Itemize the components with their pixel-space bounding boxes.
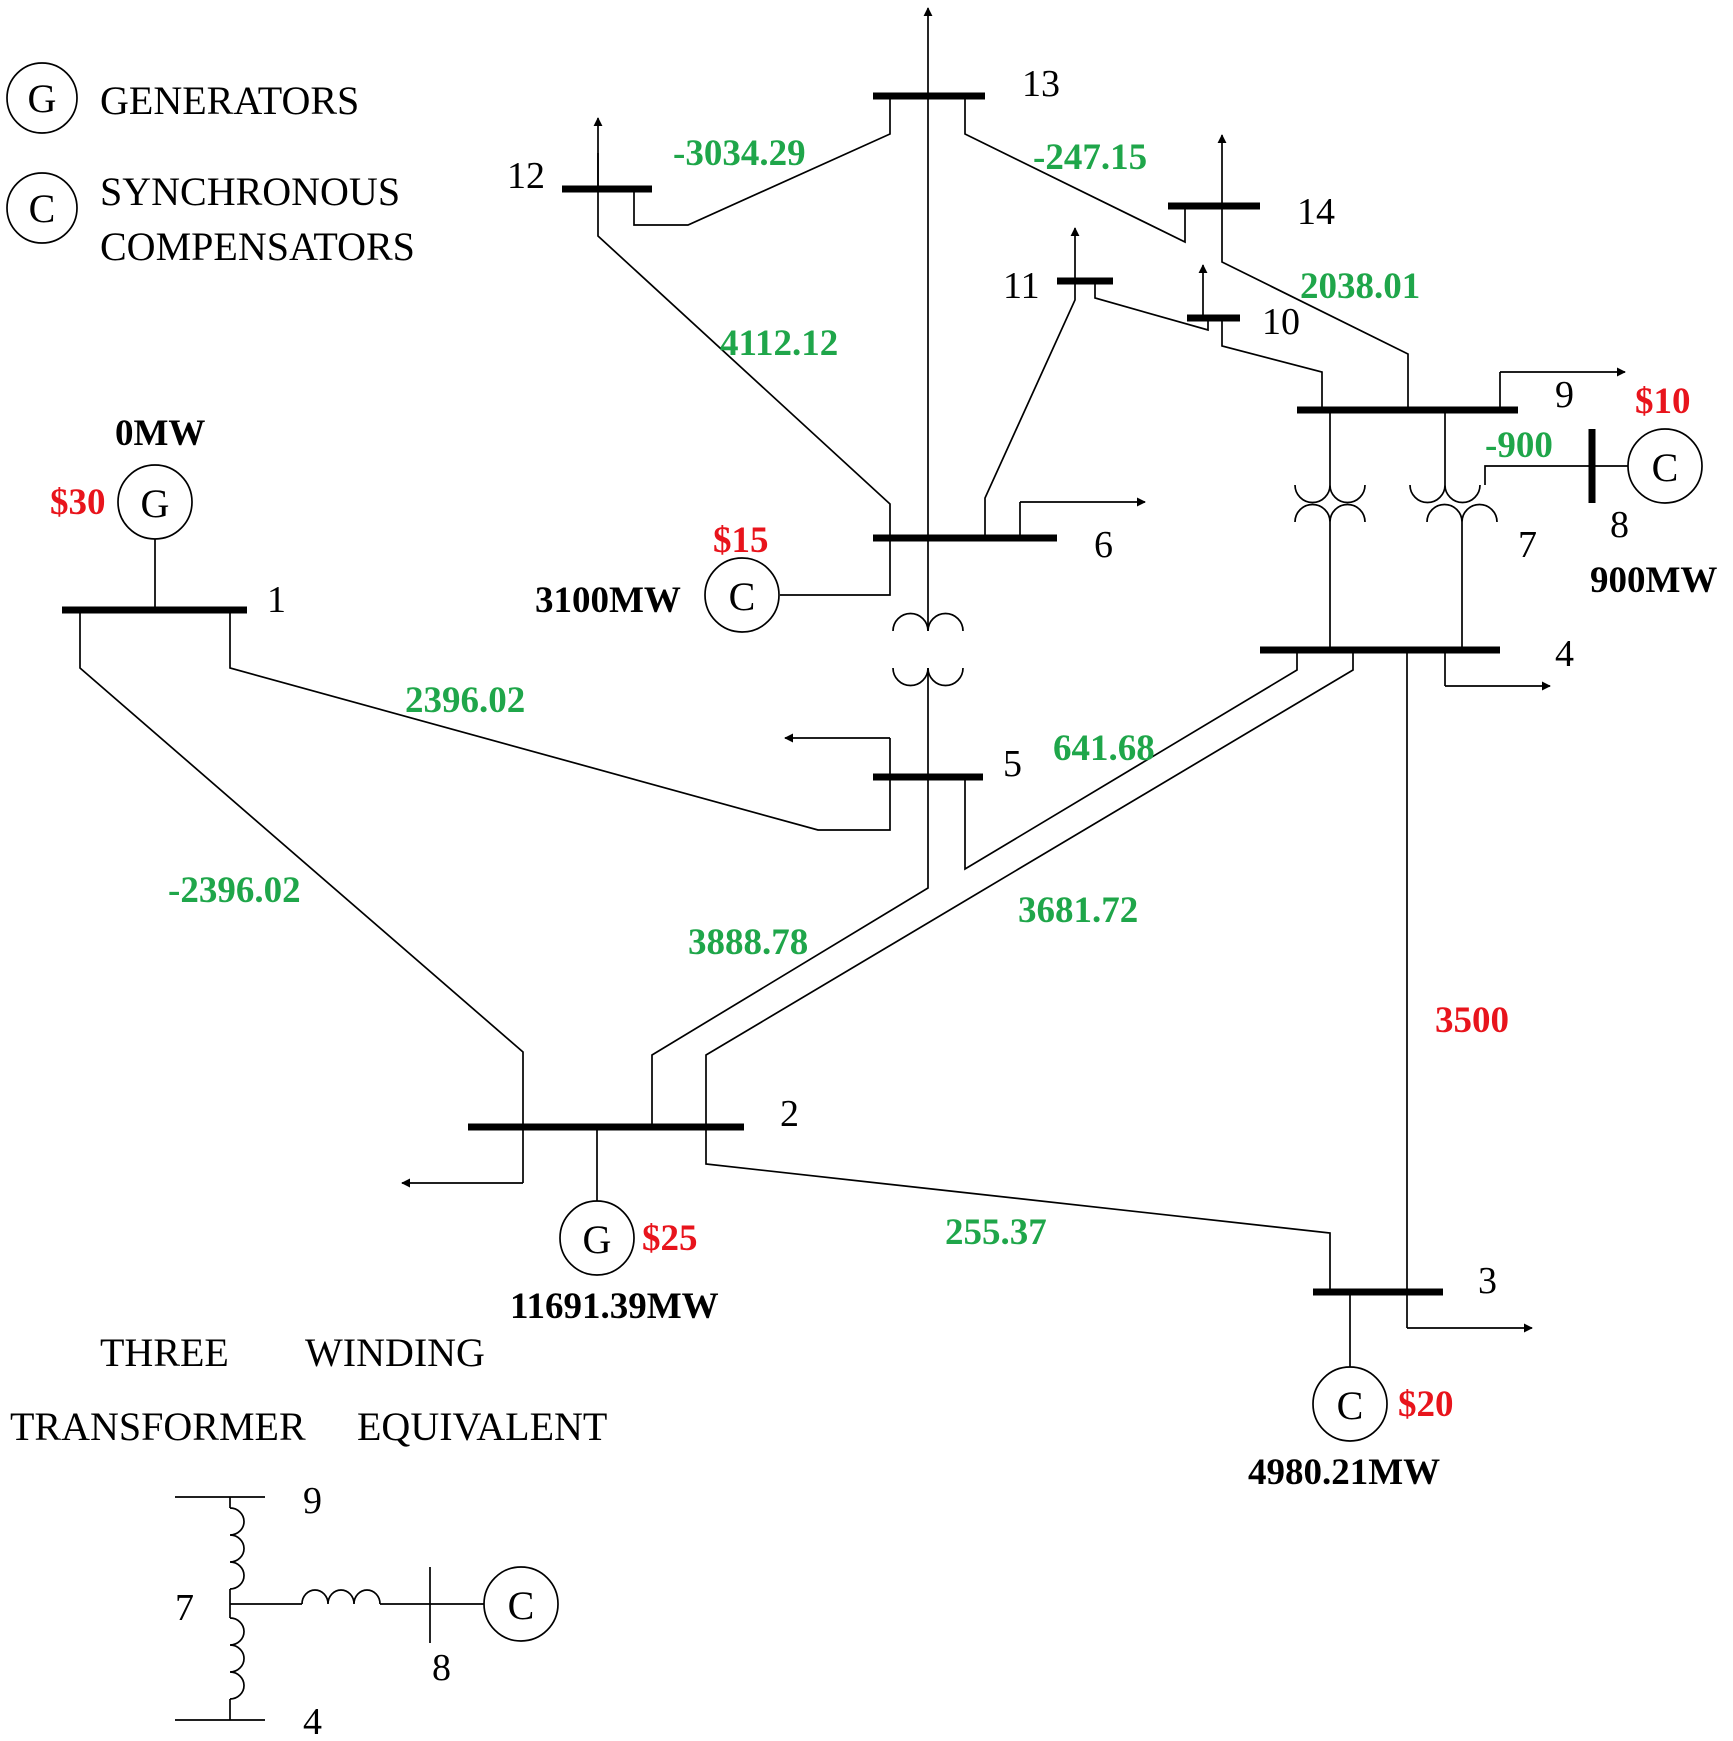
inset-compensator-icon bbox=[483, 1566, 559, 1642]
generator-bus2-symbol: G bbox=[583, 1217, 612, 1262]
compensator-bus3-icon bbox=[1312, 1366, 1388, 1442]
line-5-4 bbox=[964, 650, 1298, 871]
bus-10-label: 10 bbox=[1262, 301, 1300, 343]
flow-13-14: -247.15 bbox=[1033, 137, 1147, 178]
transformer-9-4-upper-coil bbox=[1294, 484, 1366, 504]
bus-11-label: 11 bbox=[1003, 265, 1040, 307]
line-2-5 bbox=[651, 777, 929, 1127]
bus1-price: $30 bbox=[50, 482, 106, 523]
bus-bars bbox=[62, 92, 1596, 1296]
legend: G GENERATORS C SYNCHRONOUS COMPENSATORS bbox=[6, 62, 415, 269]
legend-generator-icon bbox=[6, 62, 78, 134]
bus2-price: $25 bbox=[642, 1218, 698, 1259]
bus6-output: 3100MW bbox=[535, 580, 681, 621]
legend-compensator-icon bbox=[6, 172, 78, 244]
line-10-9 bbox=[1221, 318, 1323, 410]
compensator-bus8-symbol: C bbox=[1652, 445, 1679, 490]
unit-prices: $30 $25 $20 $15 $10 bbox=[50, 381, 1691, 1425]
comp-bus6-line bbox=[780, 538, 891, 596]
transformer-9-7-upper-coil bbox=[1409, 484, 1481, 504]
line-6-12 bbox=[597, 153, 891, 538]
line-1-5 bbox=[229, 610, 891, 831]
flow-2-4: 3681.72 bbox=[1018, 890, 1138, 931]
legend-compensator-label-1: SYNCHRONOUS bbox=[100, 169, 400, 214]
generator-bus1-symbol: G bbox=[141, 481, 170, 526]
bus8-price: $10 bbox=[1635, 381, 1691, 422]
flow-9-14: 2038.01 bbox=[1300, 266, 1420, 307]
flow-1-2: -2396.02 bbox=[168, 870, 301, 911]
inset-title-2b: EQUIVALENT bbox=[357, 1404, 607, 1449]
flow-4-5: 641.68 bbox=[1053, 728, 1155, 769]
inset-branch-coil bbox=[301, 1589, 381, 1605]
inset-compensator-symbol: C bbox=[508, 1583, 535, 1628]
units: G G C C C bbox=[117, 428, 1703, 1442]
flow-7-8: -900 bbox=[1485, 425, 1553, 466]
legend-compensator-label-2: COMPENSATORS bbox=[100, 224, 415, 269]
flow-1-5: 2396.02 bbox=[405, 680, 525, 721]
compensator-bus6-icon bbox=[704, 557, 780, 633]
legend-compensator-symbol: C bbox=[29, 186, 56, 231]
bus-2-label: 2 bbox=[780, 1093, 799, 1135]
inset-title-2a: TRANSFORMER bbox=[10, 1404, 306, 1449]
legend-generator-label: GENERATORS bbox=[100, 78, 359, 123]
line-2-4 bbox=[705, 650, 1354, 1127]
bus-8-label: 8 bbox=[1610, 504, 1629, 546]
flow-6-12: 4112.12 bbox=[720, 323, 838, 364]
unit-outputs: 0MW 11691.39MW 4980.21MW 3100MW 900MW bbox=[115, 413, 1717, 1493]
bus1-output: 0MW bbox=[115, 413, 205, 454]
compensator-bus3-symbol: C bbox=[1337, 1383, 1364, 1428]
transformer-9-4-lower-coil bbox=[1294, 503, 1366, 523]
transformer-5-6-lower-coil bbox=[892, 667, 964, 687]
inset-bus8-label: 8 bbox=[432, 1647, 451, 1689]
legend-generator-symbol: G bbox=[28, 76, 57, 121]
generator-bus1-icon bbox=[117, 464, 193, 540]
bus2-output: 11691.39MW bbox=[510, 1286, 719, 1327]
line-flows: -3034.29 -247.15 2038.01 4112.12 -900 23… bbox=[168, 133, 1553, 1253]
bus-1-label: 1 bbox=[267, 579, 286, 621]
bus-3-label: 3 bbox=[1478, 1260, 1497, 1302]
flow-3-4: 3500 bbox=[1435, 1000, 1509, 1041]
inset-lower-coil bbox=[229, 1617, 245, 1700]
bus8-output: 900MW bbox=[1590, 560, 1717, 601]
compensator-bus8-icon bbox=[1627, 428, 1703, 504]
line-7-8 bbox=[1484, 465, 1590, 485]
line-14-9 bbox=[1221, 206, 1409, 410]
inset-bus7-label: 7 bbox=[175, 1587, 194, 1629]
bus-6-label: 6 bbox=[1094, 524, 1113, 566]
flow-12-13: -3034.29 bbox=[673, 133, 806, 174]
inset-upper-coil bbox=[229, 1507, 245, 1590]
line-1-2 bbox=[79, 610, 524, 1127]
flow-2-3: 255.37 bbox=[945, 1212, 1047, 1253]
line-2-3 bbox=[705, 1127, 1331, 1292]
bus-14-label: 14 bbox=[1297, 191, 1335, 233]
bus-7-label: 7 bbox=[1518, 524, 1537, 566]
bus3-price: $20 bbox=[1398, 1384, 1454, 1425]
bus-labels: 1 2 3 4 5 6 7 8 9 10 11 12 13 14 bbox=[267, 63, 1629, 1302]
line-6-11 bbox=[984, 281, 1076, 538]
compensator-bus6-symbol: C bbox=[729, 574, 756, 619]
bus-9-label: 9 bbox=[1555, 374, 1574, 416]
inset-title-1a: THREE bbox=[100, 1330, 229, 1375]
flow-2-5: 3888.78 bbox=[688, 922, 808, 963]
three-winding-transformer-inset: THREE WINDING TRANSFORMER EQUIVALENT C 9… bbox=[10, 1330, 607, 1741]
bus-4-label: 4 bbox=[1555, 633, 1574, 675]
line-11-10 bbox=[1094, 281, 1209, 332]
inset-title-1b: WINDING bbox=[305, 1330, 485, 1375]
bus-5-label: 5 bbox=[1003, 743, 1022, 785]
transformer-7-4-lower-coil bbox=[1426, 503, 1498, 523]
bus-12-label: 12 bbox=[507, 155, 545, 197]
transformer-5-6-upper-coil bbox=[892, 612, 964, 632]
inset-bus9-label: 9 bbox=[303, 1480, 322, 1522]
generator-bus2-icon bbox=[559, 1200, 635, 1276]
transformer-coils bbox=[892, 484, 1498, 687]
inset-bus4-label: 4 bbox=[303, 1701, 322, 1741]
bus-13-label: 13 bbox=[1022, 63, 1060, 105]
transmission-lines bbox=[79, 7, 1628, 1367]
line-13-14 bbox=[964, 96, 1186, 244]
bus6-price: $15 bbox=[713, 520, 769, 561]
bus3-output: 4980.21MW bbox=[1248, 1452, 1440, 1493]
line-12-13 bbox=[633, 96, 891, 226]
